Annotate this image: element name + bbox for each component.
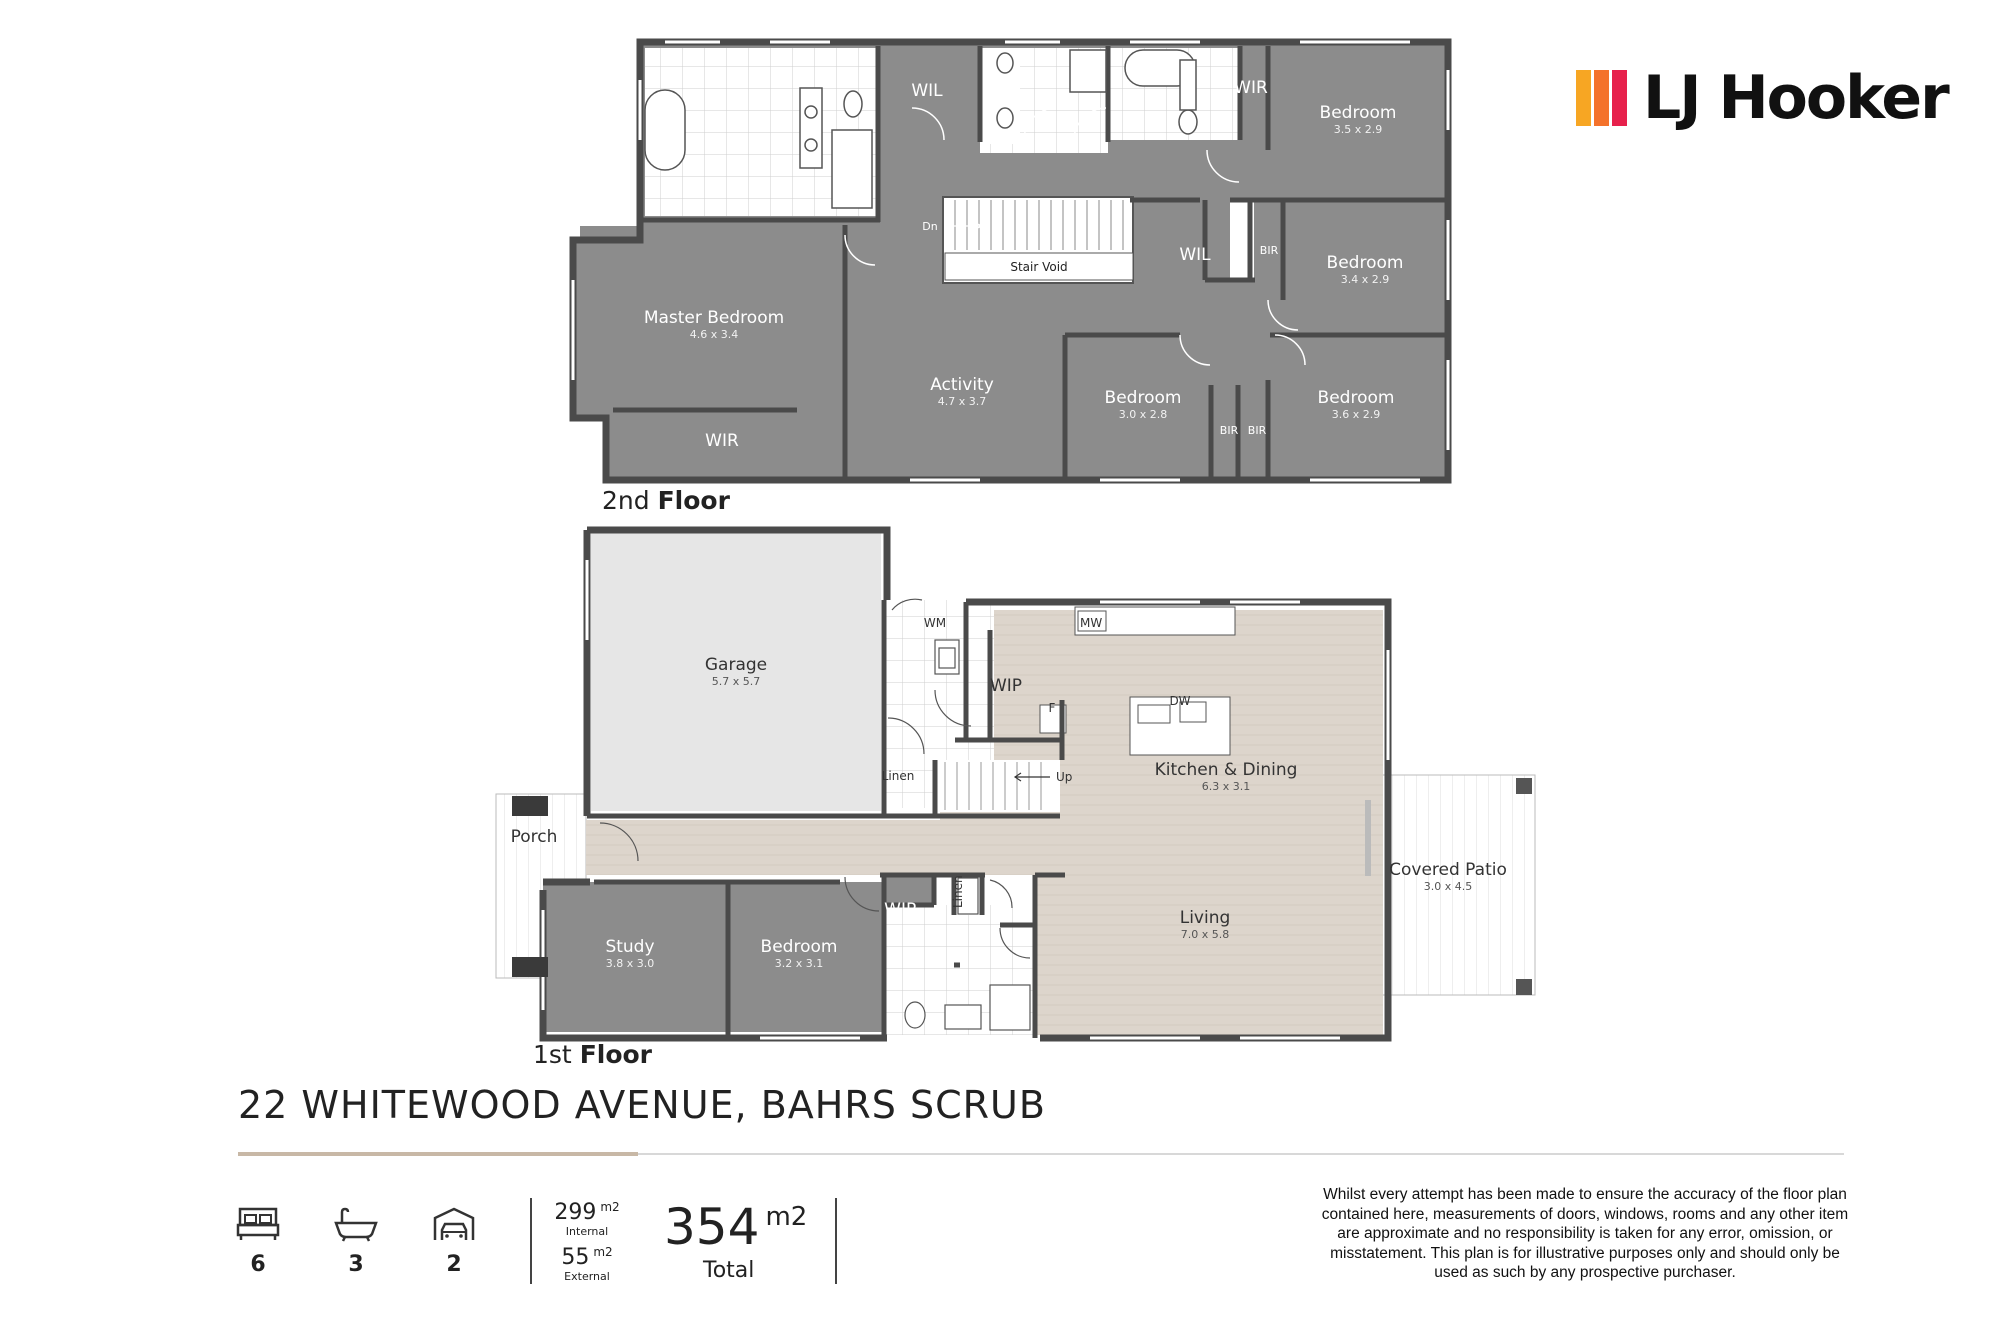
room-living-dims: 7.0 x 5.8: [1181, 928, 1230, 941]
total-area-value: 354: [664, 1198, 760, 1256]
second-floor-label-bold: Floor: [657, 486, 730, 515]
room-bedroom-a-name: Bedroom: [1320, 103, 1397, 123]
feature-garage: 2: [424, 1206, 484, 1277]
label-dw: DW: [1169, 694, 1190, 708]
room-activity-name: Activity: [930, 375, 994, 395]
external-area-unit: m2: [593, 1245, 613, 1259]
room-bedroom-a-dims: 3.5 x 2.9: [1334, 123, 1383, 136]
logo-bars-icon: [1576, 70, 1627, 126]
label-mw: MW: [1080, 616, 1102, 630]
first-floor-label: 1st Floor: [533, 1040, 652, 1069]
bath-icon: [334, 1207, 378, 1242]
room-bedroom-first-dims: 3.2 x 3.1: [775, 957, 824, 970]
internal-area-unit: m2: [600, 1200, 620, 1214]
room-wil-2: WIL: [1179, 245, 1211, 265]
internal-area-value: 299: [554, 1200, 597, 1225]
room-master-dims: 4.6 x 3.4: [690, 328, 739, 341]
room-study-dims: 3.8 x 3.0: [606, 957, 655, 970]
room-wir-2: WIR: [705, 431, 739, 451]
divider-line: [238, 1153, 1844, 1155]
room-bir-3: BIR: [1248, 424, 1267, 437]
total-area-unit: m2: [765, 1202, 808, 1232]
label-up: Up: [1056, 770, 1072, 784]
feature-bathrooms: 3: [326, 1206, 386, 1277]
room-wir-first: WIR: [884, 900, 918, 920]
first-floor-plan: Garage 5.7 x 5.7 WM MW WIP F DW Kitchen …: [495, 526, 1536, 1042]
room-bedroom-d-name: Bedroom: [1318, 388, 1395, 408]
room-study-name: Study: [605, 937, 654, 957]
room-kitchen-name: Kitchen & Dining: [1155, 760, 1298, 780]
label-linen-2: Linen: [951, 875, 965, 908]
external-area-value: 55: [561, 1245, 590, 1270]
second-floor-label: 2nd Floor: [602, 486, 730, 515]
room-wil-1: WIL: [911, 81, 943, 101]
disclaimer-text: Whilst every attempt has been made to en…: [1321, 1186, 1849, 1281]
room-garage-dims: 5.7 x 5.7: [712, 675, 761, 688]
room-bedroom-b-name: Bedroom: [1327, 253, 1404, 273]
second-floor-plan: WIL WIR Bedroom 3.5 x 2.9 BIR Bedroom 3.…: [569, 38, 1452, 484]
room-bedroom-first-name: Bedroom: [761, 937, 838, 957]
room-living-name: Living: [1180, 908, 1231, 928]
total-area-caption: Total: [703, 1258, 755, 1283]
separator: [835, 1198, 837, 1284]
bathrooms-count: 3: [348, 1252, 364, 1277]
room-bedroom-d-dims: 3.6 x 2.9: [1332, 408, 1381, 421]
feature-bedrooms: 6: [228, 1206, 288, 1277]
room-patio-dims: 3.0 x 4.5: [1424, 880, 1473, 893]
room-wip: WIP: [990, 676, 1022, 696]
second-floor-label-prefix: 2nd: [602, 486, 650, 515]
first-floor-label-prefix: 1st: [533, 1040, 572, 1069]
internal-area-caption: Internal: [565, 1225, 609, 1238]
room-kitchen-dims: 6.3 x 3.1: [1202, 780, 1251, 793]
label-wm: WM: [924, 616, 946, 630]
room-master-name: Master Bedroom: [644, 308, 784, 328]
garage-icon: [433, 1207, 475, 1240]
room-activity-dims: 4.7 x 3.7: [938, 395, 987, 408]
bed-icon: [236, 1207, 280, 1240]
label-f: F: [1049, 701, 1056, 715]
logo-wordmark: LJ Hooker: [1643, 63, 1950, 133]
label-linen-1: Linen: [882, 769, 915, 783]
room-bir-1: BIR: [1260, 244, 1279, 257]
room-bedroom-c-dims: 3.0 x 2.8: [1119, 408, 1168, 421]
room-garage-name: Garage: [705, 655, 767, 675]
divider-accent: [238, 1152, 638, 1156]
first-floor-label-bold: Floor: [579, 1040, 653, 1069]
lj-hooker-logo: LJ Hooker: [1576, 58, 1950, 138]
room-patio-name: Covered Patio: [1389, 860, 1507, 880]
room-bedroom-b-dims: 3.4 x 2.9: [1341, 273, 1390, 286]
label-stair-void: Stair Void: [1010, 260, 1067, 274]
label-dn: Dn: [922, 220, 937, 233]
external-area-caption: External: [564, 1270, 610, 1283]
separator: [530, 1198, 532, 1284]
garage-count: 2: [446, 1252, 462, 1277]
property-address: 22 WHITEWOOD AVENUE, BAHRS SCRUB: [238, 1083, 1046, 1127]
room-bir-2: BIR: [1220, 424, 1239, 437]
room-porch: Porch: [511, 827, 558, 847]
room-wir-1: WIR: [1234, 78, 1268, 98]
room-bedroom-c-name: Bedroom: [1105, 388, 1182, 408]
bedrooms-count: 6: [250, 1252, 266, 1277]
